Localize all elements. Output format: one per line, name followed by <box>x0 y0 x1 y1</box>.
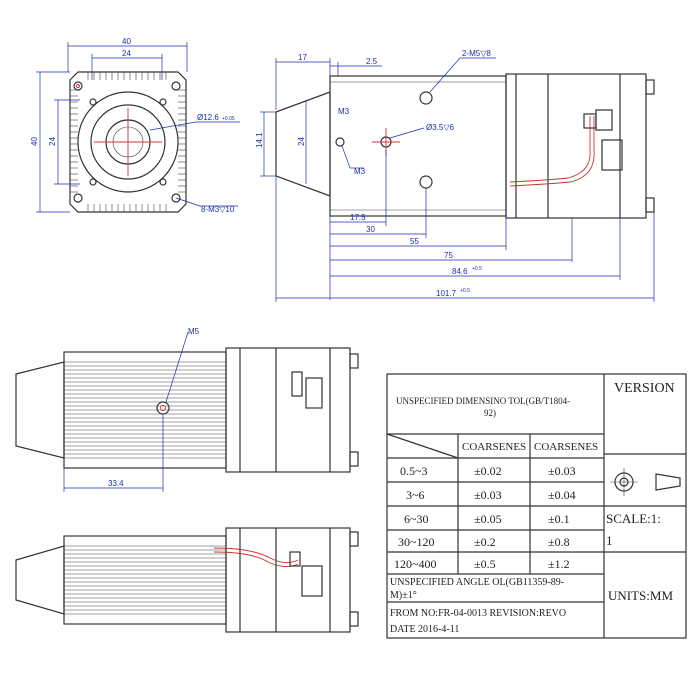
tolerance-row: 120~400 ±0.5 ±1.2 <box>394 557 570 571</box>
row-range: 120~400 <box>394 557 437 571</box>
dim-bore-tol: +0.05 <box>222 116 235 122</box>
form-number: FROM NO:FR-04-0013 REVISION:REVO <box>390 608 566 619</box>
row-value-1: ±0.5 <box>474 557 496 571</box>
row-range: 0.5~3 <box>400 464 428 478</box>
row-value-1: ±0.2 <box>474 535 496 549</box>
row-range: 3~6 <box>406 488 425 502</box>
top-view: M5 33.4 <box>15 327 359 492</box>
dim-17: 17 <box>298 53 307 62</box>
row-value-2: ±0.8 <box>548 535 570 549</box>
dim-m5-top: M5 <box>188 327 200 336</box>
tolerance-row: 6~30 ±0.05 ±0.1 <box>404 512 570 526</box>
bottom-view <box>15 527 359 633</box>
row-value-1: ±0.03 <box>474 488 502 502</box>
dim-55: 55 <box>410 237 419 246</box>
side-view: 17 2.5 2-M5▽8 M3 M3 Ø3 <box>255 49 655 302</box>
version-label: VERSION <box>614 381 675 396</box>
dim-101-7-tol: +0.5 <box>460 288 470 294</box>
scale-label: SCALE:1: <box>606 511 661 526</box>
col1-header: COARSENES <box>462 441 526 453</box>
dim-width-inner: 24 <box>122 49 131 58</box>
dim-33-4: 33.4 <box>108 479 124 488</box>
dim-30: 30 <box>366 225 375 234</box>
tolerance-row: 0.5~3 ±0.02 ±0.03 <box>400 464 576 478</box>
dim-height-inner: 24 <box>48 137 57 146</box>
dim-holes: 8-M3▽10 <box>201 205 235 214</box>
angle-tol-line1: UNSPECIFIED ANGLE OL(GB11359-89- <box>390 577 564 588</box>
tolerance-row: 30~120 ±0.2 ±0.8 <box>398 535 570 549</box>
units-label: UNITS:MM <box>608 588 673 603</box>
row-value-1: ±0.05 <box>474 512 502 526</box>
drawing-date: DATE 2016-4-11 <box>390 624 459 635</box>
row-value-2: ±1.2 <box>548 557 570 571</box>
front-view: 40 24 40 24 Ø12.6 <box>30 37 240 214</box>
row-range: 6~30 <box>404 512 429 526</box>
dim-bore: Ø12.6 <box>197 113 219 122</box>
tolerance-row: 3~6 ±0.03 ±0.04 <box>406 488 576 502</box>
dim-84-6-tol: +0.5 <box>472 266 482 272</box>
dim-2-m5: 2-M5▽8 <box>462 49 491 58</box>
tolerance-title-line1: UNSPECIFIED DIMENSINO TOL(GB/T1804- <box>396 396 570 406</box>
scale-value: 1 <box>606 533 613 548</box>
tolerance-title-line2: 92) <box>484 408 496 418</box>
col2-header: COARSENES <box>534 441 598 453</box>
dim-2-5: 2.5 <box>366 57 378 66</box>
dim-m3-a: M3 <box>338 107 350 116</box>
row-value-1: ±0.02 <box>474 464 502 478</box>
dim-101-7: 101.7 <box>436 289 457 298</box>
dim-m3-b: M3 <box>354 167 366 176</box>
first-angle-projection-icon <box>610 468 681 496</box>
dim-84-6: 84.6 <box>452 267 468 276</box>
row-value-2: ±0.1 <box>548 512 570 526</box>
dim-17-5: 17.5 <box>350 213 366 222</box>
row-value-2: ±0.04 <box>548 488 576 502</box>
row-value-2: ±0.03 <box>548 464 576 478</box>
dim-14-1: 14.1 <box>255 132 264 148</box>
angle-tol-line2: M)±1° <box>390 590 417 601</box>
dim-width-total: 40 <box>122 37 131 46</box>
dim-75: 75 <box>444 251 453 260</box>
dim-24: 24 <box>297 137 306 146</box>
dim-height-total: 40 <box>30 137 39 146</box>
dim-hole-3-5: Ø3.5▽6 <box>426 123 454 132</box>
row-range: 30~120 <box>398 535 435 549</box>
title-block: UNSPECIFIED DIMENSINO TOL(GB/T1804- 92) … <box>386 373 687 639</box>
